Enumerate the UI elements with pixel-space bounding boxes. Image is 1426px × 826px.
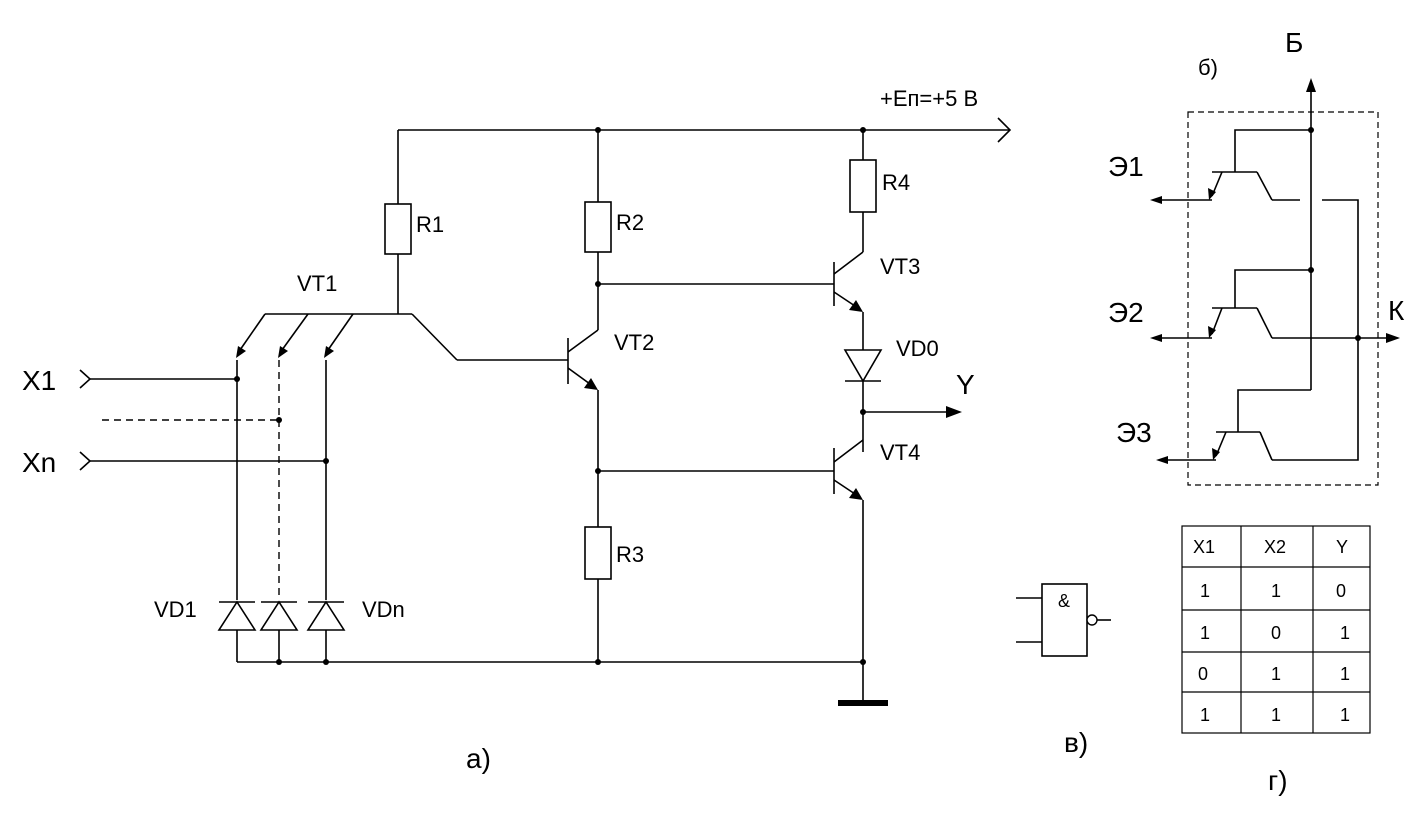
transistor-vt3 bbox=[833, 251, 864, 350]
diode-vdn bbox=[306, 600, 346, 662]
vd1-label: VD1 bbox=[154, 597, 197, 622]
emitter-3-label: Э3 bbox=[1116, 417, 1152, 448]
table-header-y: Y bbox=[1336, 537, 1348, 557]
input-x1-label: X1 bbox=[22, 365, 56, 396]
vt4-label: VT4 bbox=[880, 440, 920, 465]
table-cell: 0 bbox=[1271, 623, 1281, 643]
resistor-r2 bbox=[584, 130, 834, 330]
table-cell: 1 bbox=[1340, 664, 1350, 684]
table-cell: 1 bbox=[1200, 581, 1210, 601]
vt3-label: VT3 bbox=[880, 254, 920, 279]
inverter-bubble bbox=[1086, 614, 1098, 626]
table-cell: 1 bbox=[1271, 705, 1281, 725]
nand-gate-box bbox=[1041, 583, 1088, 657]
diode-vd2 bbox=[259, 600, 299, 662]
table-cell: 1 bbox=[1271, 664, 1281, 684]
transistor-vt2 bbox=[457, 329, 834, 662]
emitter-2-label: Э2 bbox=[1108, 297, 1144, 328]
resistor-r3 bbox=[584, 526, 612, 580]
supply-label: +Eп=+5 В bbox=[880, 86, 978, 111]
caption-c: в) bbox=[1064, 727, 1088, 758]
input-xn-label: Xn bbox=[22, 447, 56, 478]
circuit-a: +Eп=+5 В R1 VT1 bbox=[22, 86, 1012, 774]
table-cell: 0 bbox=[1336, 581, 1346, 601]
r2-label: R2 bbox=[616, 210, 644, 235]
diode-vd1 bbox=[217, 600, 257, 662]
vdn-label: VDn bbox=[362, 597, 405, 622]
table-header-x2: X2 bbox=[1264, 537, 1286, 557]
resistor-r4 bbox=[849, 130, 877, 252]
r4-label: R4 bbox=[882, 170, 910, 195]
r1-label: R1 bbox=[416, 212, 444, 237]
base-label: Б bbox=[1285, 27, 1303, 58]
table-cell: 1 bbox=[1200, 705, 1210, 725]
r3-label: R3 bbox=[616, 542, 644, 567]
table-cell: 1 bbox=[1340, 705, 1350, 725]
diode-vd0 bbox=[843, 349, 962, 452]
output-y-label: Y bbox=[956, 369, 975, 400]
caption-d: г) bbox=[1268, 765, 1288, 796]
ground-rail bbox=[237, 659, 888, 706]
input-wires bbox=[79, 369, 329, 471]
table-cell: 1 bbox=[1200, 623, 1210, 643]
vd0-label: VD0 bbox=[896, 336, 939, 361]
vt1-label: VT1 bbox=[297, 271, 337, 296]
resistor-r1 bbox=[384, 130, 412, 314]
nand-symbol-c: & в) bbox=[1016, 583, 1111, 758]
multi-emitter-box bbox=[1187, 111, 1379, 486]
table-cell: 1 bbox=[1271, 581, 1281, 601]
caption-a: а) bbox=[466, 743, 491, 774]
multi-emitter-b: б) Б К bbox=[1108, 27, 1405, 486]
vt2-label: VT2 bbox=[614, 330, 654, 355]
transistor-vt1 bbox=[236, 313, 458, 361]
table-cell: 0 bbox=[1198, 664, 1208, 684]
truth-table-d: X1 X2 Y 1 1 0 1 0 1 0 1 1 1 1 1 г) bbox=[1181, 525, 1371, 796]
emitter-1-label: Э1 bbox=[1108, 151, 1144, 182]
caption-b: б) bbox=[1198, 55, 1218, 80]
nand-gate-label: & bbox=[1058, 591, 1070, 611]
supply-rail bbox=[398, 117, 1012, 143]
table-cell: 1 bbox=[1340, 623, 1350, 643]
collector-label: К bbox=[1388, 295, 1405, 326]
table-header-x1: X1 bbox=[1193, 537, 1215, 557]
transistor-vt4 bbox=[833, 439, 864, 700]
